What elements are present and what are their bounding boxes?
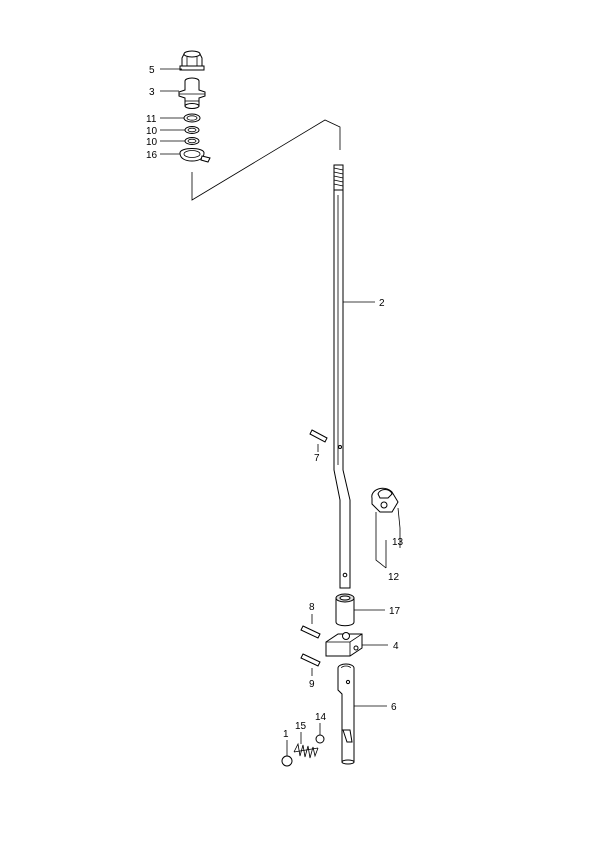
part-7-pin [309,429,328,443]
callout-10-b: 10 [146,137,158,148]
part-6-lower-tube [337,663,355,765]
callout-5: 5 [149,65,155,76]
leader-lines [160,68,388,756]
callout-15: 15 [295,721,307,732]
part-12-bracket [375,507,401,569]
callout-11: 11 [146,114,157,125]
part-3-seal [178,77,206,109]
callout-13: 13 [392,537,404,548]
part-10-washer-a [184,126,200,134]
callout-2: 2 [379,298,385,309]
part-5-bushing [179,50,205,71]
callout-10-a: 10 [146,126,158,137]
callout-17: 17 [389,606,401,617]
callout-16: 16 [146,150,158,161]
part-10-washer-b [184,137,200,145]
assembly-line-upper [191,119,341,201]
callout-14: 14 [315,712,327,723]
part-9-pin [300,653,321,667]
part-8-pin [300,625,321,639]
part-1-ball [281,755,293,767]
callout-4: 4 [393,641,399,652]
callout-6: 6 [391,702,397,713]
part-13-clip [371,487,399,513]
part-17-sleeve [335,593,355,627]
part-14-ball [315,734,325,744]
part-11-o-ring [183,113,201,123]
callout-1: 1 [283,729,289,740]
part-16-circlip [179,148,211,163]
part-2-shift-rod [333,164,351,589]
part-4-joint-block [325,632,363,657]
callout-12: 12 [388,572,400,583]
callout-9: 9 [309,679,315,690]
callout-3: 3 [149,87,155,98]
callout-7: 7 [314,453,320,464]
part-15-spring [293,742,319,759]
callout-8: 8 [309,602,315,613]
